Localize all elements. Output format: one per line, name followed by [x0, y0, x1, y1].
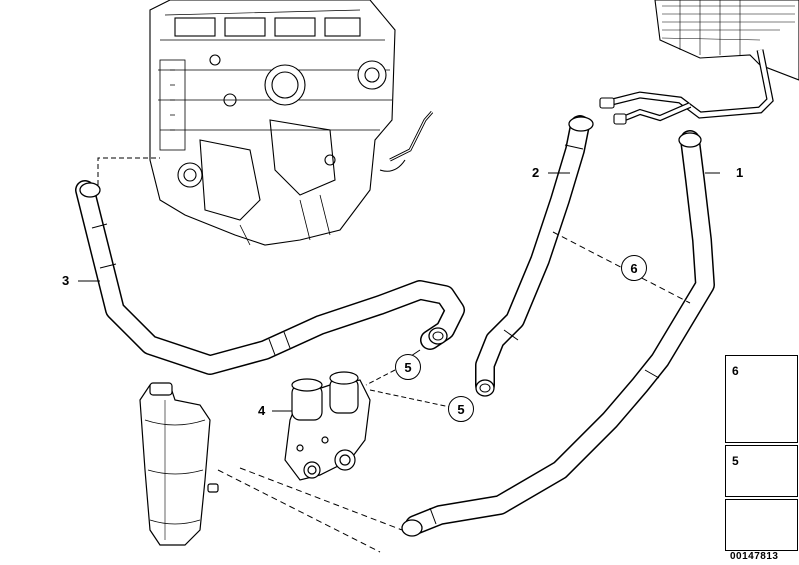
callout-3: 3	[62, 273, 70, 288]
engine-illustration	[149, 0, 434, 246]
leader-lines	[78, 157, 720, 553]
legend-arrow	[725, 499, 798, 551]
heater-core-illustration	[599, 0, 799, 125]
legend-clamp-label: 5	[732, 454, 739, 468]
callout-5-upper: 5	[395, 354, 421, 380]
callout-1: 1	[736, 165, 744, 180]
callout-4: 4	[258, 403, 266, 418]
water-valve-illustration	[284, 371, 371, 481]
document-number: 00147813	[730, 551, 779, 562]
callout-6: 6	[621, 255, 647, 281]
legend-clamp: 5	[725, 445, 798, 497]
hose-3	[75, 180, 465, 375]
expansion-tank-illustration	[139, 382, 219, 546]
hose-2	[475, 115, 594, 397]
hose-1	[401, 130, 715, 537]
legend-clip-label: 6	[732, 364, 739, 378]
callout-5-lower: 5	[448, 396, 474, 422]
legend-clip: 6	[725, 355, 798, 443]
callout-2: 2	[532, 165, 540, 180]
